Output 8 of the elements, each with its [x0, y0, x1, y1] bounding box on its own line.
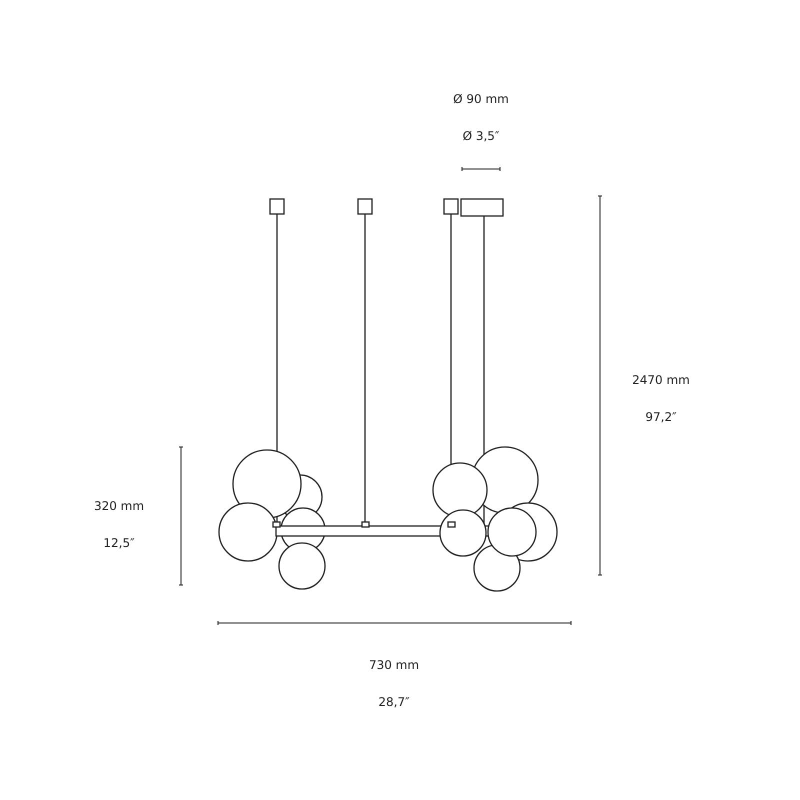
dimension-label: 12,5″ [103, 536, 135, 550]
dimension-label: 320 mm [94, 499, 144, 513]
dimension-label: 97,2″ [645, 410, 677, 424]
dimension-label: Ø 90 mm [453, 92, 509, 106]
dimension-label: 2470 mm [632, 373, 690, 387]
dimension-label: 28,7″ [378, 695, 410, 709]
dimension-label: Ø 3,5″ [462, 129, 500, 143]
dimension-label: 730 mm [368, 658, 420, 672]
